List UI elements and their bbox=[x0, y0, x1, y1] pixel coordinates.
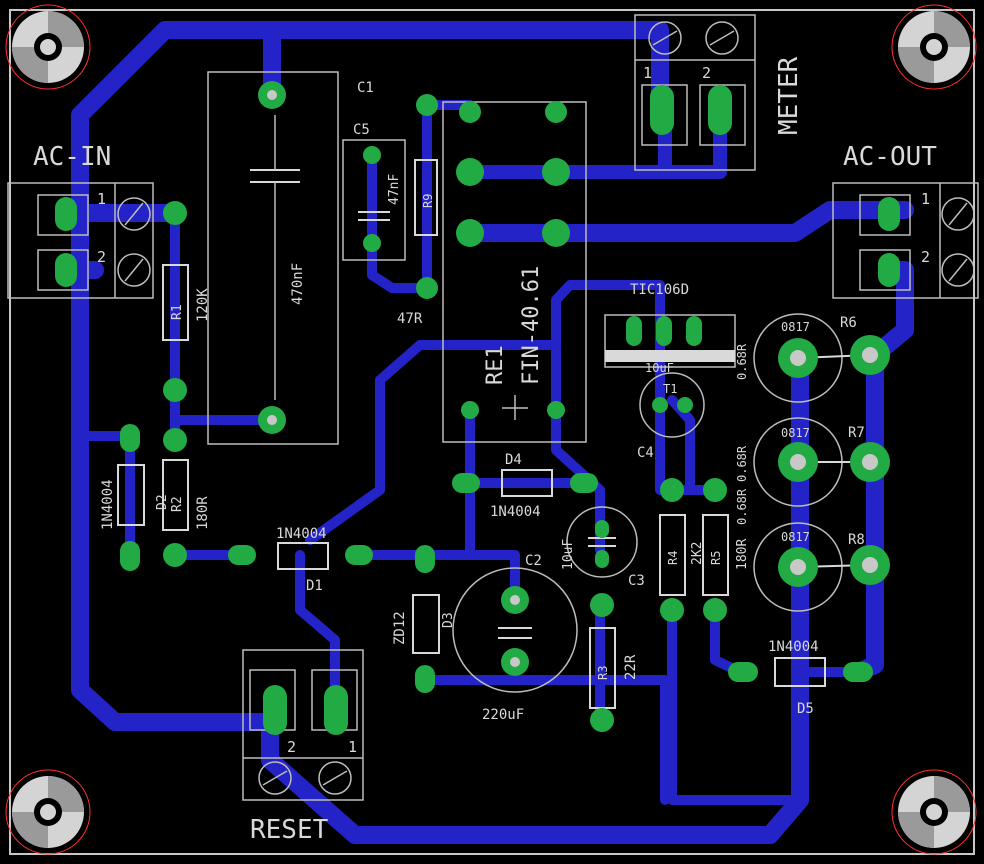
d5-ref: D5 bbox=[797, 701, 814, 717]
d5-value: 1N4004 bbox=[768, 639, 819, 655]
d1-value: 1N4004 bbox=[276, 526, 327, 542]
d2-value: 1N4004 bbox=[100, 479, 116, 530]
r6-body-label: 0817 bbox=[781, 320, 810, 334]
ac-out-label: AC-OUT bbox=[843, 142, 937, 172]
ac-in-label: AC-IN bbox=[33, 142, 111, 172]
r6-value: 0.68R bbox=[735, 343, 749, 380]
ac-out-pin1: 1 bbox=[921, 190, 930, 208]
r5-body bbox=[702, 514, 729, 596]
c1-ref: C1 bbox=[357, 80, 374, 96]
mounting-hole-tr bbox=[891, 4, 977, 90]
r7-ref: R7 bbox=[848, 425, 865, 441]
board-outline bbox=[9, 9, 975, 855]
r5-ref: R5 bbox=[709, 551, 723, 565]
mounting-holes bbox=[5, 4, 977, 855]
r1-body bbox=[162, 264, 189, 341]
ac-in-pin1: 1 bbox=[97, 190, 106, 208]
ac-out-pin2: 2 bbox=[921, 248, 930, 266]
tic106d-label: TIC106D bbox=[630, 282, 689, 298]
d5-body bbox=[774, 657, 826, 687]
d4-body bbox=[501, 469, 553, 497]
d1-ref: D1 bbox=[306, 578, 323, 594]
re1-ref: RE1 bbox=[483, 345, 508, 385]
c5-outline bbox=[342, 139, 406, 261]
ac-in-pin2: 2 bbox=[97, 248, 106, 266]
r9-ref: R9 bbox=[421, 194, 435, 208]
c3-ref: C3 bbox=[628, 573, 645, 589]
c2-value: 220uF bbox=[482, 707, 524, 723]
d3-body bbox=[412, 594, 440, 654]
re1-outline bbox=[442, 101, 587, 443]
r4-ref: R4 bbox=[666, 551, 680, 565]
copper-traces bbox=[71, 21, 914, 844]
r8-body bbox=[753, 522, 843, 612]
d2-ref: D2 bbox=[155, 494, 170, 510]
meter-pin2: 2 bbox=[702, 64, 711, 82]
r9-body bbox=[414, 159, 438, 236]
r1-value: 120K bbox=[195, 288, 211, 322]
r4-value: 2K2 bbox=[690, 542, 705, 565]
c4-ref: C4 bbox=[637, 445, 654, 461]
c1-outline bbox=[207, 71, 339, 445]
c5-value: 47nF bbox=[387, 174, 402, 205]
ac-out-terminal bbox=[832, 182, 979, 299]
d3-value: ZD12 bbox=[392, 611, 408, 645]
ac-in-terminal bbox=[7, 182, 154, 299]
r2-value: 180R bbox=[195, 496, 211, 530]
tic106d-outline bbox=[604, 314, 736, 368]
t1-ref: T1 bbox=[663, 382, 677, 396]
r2-body bbox=[162, 459, 189, 531]
r3-ref: R3 bbox=[596, 666, 610, 680]
meter-label: METER bbox=[774, 56, 804, 135]
r8-ref: R8 bbox=[848, 532, 865, 548]
r3-body bbox=[589, 627, 616, 709]
d2-body bbox=[117, 464, 145, 526]
labels: AC-IN 1 2 AC-OUT 1 2 METER 1 2 RESET 2 1… bbox=[33, 56, 937, 845]
meter-pin1: 1 bbox=[643, 64, 652, 82]
c1-value: 470nF bbox=[290, 263, 306, 305]
r7-body-label: 0817 bbox=[781, 426, 810, 440]
c4-value: 10uF bbox=[645, 361, 674, 375]
r6-body bbox=[753, 313, 843, 403]
r6-ref: R6 bbox=[840, 315, 857, 331]
c3-value: 10uF bbox=[561, 539, 576, 570]
r8-body-label: 0817 bbox=[781, 530, 810, 544]
d4-ref: D4 bbox=[505, 452, 522, 468]
mounting-hole-tl bbox=[5, 4, 91, 90]
d4-value: 1N4004 bbox=[490, 504, 541, 520]
pads bbox=[55, 81, 900, 735]
r7-value: 0.68R bbox=[735, 445, 749, 482]
reset-label: RESET bbox=[250, 815, 329, 845]
c3-outline bbox=[566, 506, 638, 578]
mounting-hole-bl bbox=[5, 769, 91, 855]
r2-ref: R2 bbox=[170, 496, 185, 512]
d3-ref: D3 bbox=[441, 612, 456, 628]
c2-outline bbox=[452, 567, 578, 693]
meter-terminal bbox=[634, 14, 756, 171]
re1-value: FIN-40.61 bbox=[519, 266, 544, 385]
r3-value: 22R bbox=[623, 654, 639, 680]
reset-pin1: 1 bbox=[348, 738, 357, 756]
c4-outline bbox=[639, 372, 705, 438]
r1-ref: R1 bbox=[170, 304, 185, 320]
c5-ref: C5 bbox=[353, 122, 370, 138]
d1-body bbox=[277, 542, 329, 570]
r9-value: 47R bbox=[397, 311, 423, 327]
r8-value: 0.68R bbox=[735, 488, 749, 525]
reset-pin2: 2 bbox=[287, 738, 296, 756]
c2-ref: C2 bbox=[525, 553, 542, 569]
r5-value: 180R bbox=[735, 539, 750, 570]
r4-body bbox=[659, 514, 686, 596]
mounting-hole-br bbox=[891, 769, 977, 855]
